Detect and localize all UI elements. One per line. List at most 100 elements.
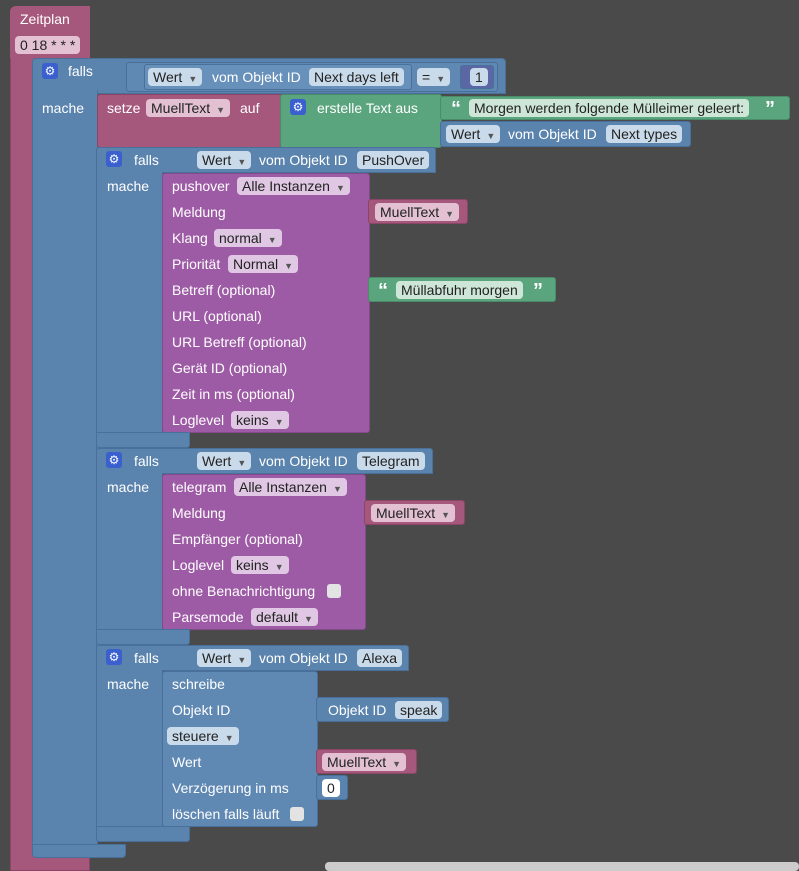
dropdown-arrow-icon: ▼ <box>486 131 496 141</box>
if-block-alexa-footer <box>96 826 190 842</box>
loglevel-dropdown[interactable]: keins▼ <box>231 556 289 574</box>
loeschen-checkbox[interactable] <box>290 807 304 821</box>
geraet-label: Gerät ID (optional) <box>172 360 288 376</box>
horizontal-scrollbar[interactable] <box>325 862 799 871</box>
wert-dropdown[interactable]: Wert▼ <box>197 649 252 667</box>
url-label: URL (optional) <box>172 308 262 324</box>
if-block-alexa-body[interactable] <box>96 670 163 840</box>
create-text-label: erstelle Text aus <box>317 100 418 116</box>
operator-dropdown[interactable]: =▼ <box>417 68 451 86</box>
falls-label: falls <box>134 650 159 666</box>
prio-label: Priorität <box>172 256 221 272</box>
dropdown-arrow-icon: ▼ <box>216 105 226 115</box>
dropdown-arrow-icon: ▼ <box>392 759 402 769</box>
gear-icon[interactable]: ⚙ <box>290 99 306 115</box>
variable-dropdown[interactable]: MuellText▼ <box>146 99 231 117</box>
vom-objekt-label: vom Objekt ID <box>259 453 348 469</box>
klang-dropdown[interactable]: normal▼ <box>214 229 282 247</box>
dropdown-arrow-icon: ▼ <box>274 562 284 572</box>
wert-dropdown[interactable]: Wert▼ <box>148 68 203 86</box>
vom-objekt-label: vom Objekt ID <box>212 69 301 85</box>
text-field[interactable]: Morgen werden folgende Mülleimer geleert… <box>469 99 750 117</box>
object-field-next-days[interactable]: Next days left <box>309 68 404 86</box>
dropdown-arrow-icon: ▼ <box>224 733 234 743</box>
number-field[interactable]: 1 <box>470 68 488 86</box>
loeschen-label: löschen falls läuft <box>172 806 280 822</box>
vom-objekt-label: vom Objekt ID <box>508 126 597 142</box>
if-block-footer <box>32 844 126 858</box>
pushover-instance-dropdown[interactable]: Alle Instanzen▼ <box>237 177 350 195</box>
falls-label: falls <box>134 453 159 469</box>
open-quote-icon: “ <box>378 280 388 302</box>
betreff-label: Betreff (optional) <box>172 282 276 298</box>
falls-label: falls <box>68 63 93 79</box>
schreibe-label: schreibe <box>172 676 225 692</box>
parsemode-dropdown[interactable]: default▼ <box>251 608 318 626</box>
dropdown-arrow-icon: ▼ <box>188 74 198 84</box>
wert-dropdown[interactable]: Wert▼ <box>197 452 252 470</box>
variable-dropdown[interactable]: MuellText▼ <box>322 753 407 771</box>
set-variable-block[interactable] <box>97 94 283 148</box>
dropdown-arrow-icon: ▼ <box>274 417 284 427</box>
telegram-label: telegram <box>172 479 227 495</box>
dropdown-arrow-icon: ▼ <box>237 458 247 468</box>
object-field-alexa[interactable]: Alexa <box>357 649 403 667</box>
vom-objekt-label: vom Objekt ID <box>259 152 348 168</box>
loglevel-label: Loglevel <box>172 412 225 428</box>
variable-dropdown[interactable]: MuellText▼ <box>375 203 460 221</box>
if-block-telegram-body[interactable] <box>96 473 163 648</box>
objekt-id-label: Objekt ID <box>172 702 231 718</box>
steuere-dropdown[interactable]: steuere▼ <box>167 727 239 745</box>
pushover-label: pushover <box>172 178 230 194</box>
if-block-body[interactable] <box>32 90 98 852</box>
gear-icon[interactable]: ⚙ <box>106 649 122 665</box>
object-field-telegram[interactable]: Telegram <box>357 452 425 470</box>
schedule-title: Zeitplan <box>20 11 70 27</box>
create-text-block[interactable] <box>280 94 442 148</box>
parsemode-label: Parsemode <box>172 609 244 625</box>
auf-label: auf <box>240 100 260 116</box>
loglevel-label: Loglevel <box>172 557 225 573</box>
ohne-checkbox[interactable] <box>327 584 341 598</box>
gear-icon[interactable]: ⚙ <box>106 151 122 167</box>
dropdown-arrow-icon: ▼ <box>267 235 277 245</box>
vom-objekt-label: vom Objekt ID <box>259 650 348 666</box>
object-field-pushover[interactable]: PushOver <box>357 151 430 169</box>
mache-label: mache <box>107 479 150 495</box>
object-field-speak[interactable]: speak <box>395 701 443 719</box>
betreff-text-field[interactable]: Müllabfuhr morgen <box>396 281 523 299</box>
pushover-block[interactable] <box>162 173 370 433</box>
open-quote-icon: “ <box>451 98 461 120</box>
meldung-label: Meldung <box>172 204 226 220</box>
setze-label: setze <box>107 100 141 116</box>
variable-dropdown[interactable]: MuellText▼ <box>371 504 456 522</box>
dropdown-arrow-icon: ▼ <box>436 74 446 84</box>
prio-dropdown[interactable]: Normal▼ <box>228 255 299 273</box>
dropdown-arrow-icon: ▼ <box>441 510 451 520</box>
if-block-pushover-body[interactable] <box>96 172 163 450</box>
wert-dropdown[interactable]: Wert▼ <box>446 125 501 143</box>
wert-label: Wert <box>172 754 202 770</box>
if-block-alexa[interactable] <box>96 645 409 671</box>
loglevel-dropdown[interactable]: keins▼ <box>231 411 289 429</box>
cron-field[interactable]: 0 18 * * * <box>15 36 81 54</box>
wert-dropdown[interactable]: Wert▼ <box>197 151 252 169</box>
ohne-label: ohne Benachrichtigung <box>172 583 316 599</box>
delay-field[interactable]: 0 <box>322 779 340 797</box>
mache-label: mache <box>42 100 85 116</box>
gear-icon[interactable]: ⚙ <box>106 452 122 468</box>
gear-icon[interactable]: ⚙ <box>42 63 58 79</box>
dropdown-arrow-icon: ▼ <box>304 614 313 624</box>
telegram-block[interactable] <box>162 474 366 630</box>
write-block[interactable] <box>162 671 318 827</box>
if-block-telegram-footer <box>96 629 190 645</box>
dropdown-arrow-icon: ▼ <box>332 484 342 494</box>
close-quote-icon: ” <box>533 280 543 302</box>
telegram-instance-dropdown[interactable]: Alle Instanzen▼ <box>234 478 347 496</box>
object-field-next-types[interactable]: Next types <box>606 125 683 143</box>
dropdown-arrow-icon: ▼ <box>237 655 247 665</box>
close-quote-icon: ” <box>765 98 775 120</box>
if-block-pushover-footer <box>96 432 190 448</box>
meldung-label: Meldung <box>172 505 226 521</box>
verzoegerung-label: Verzögerung in ms <box>172 780 289 796</box>
